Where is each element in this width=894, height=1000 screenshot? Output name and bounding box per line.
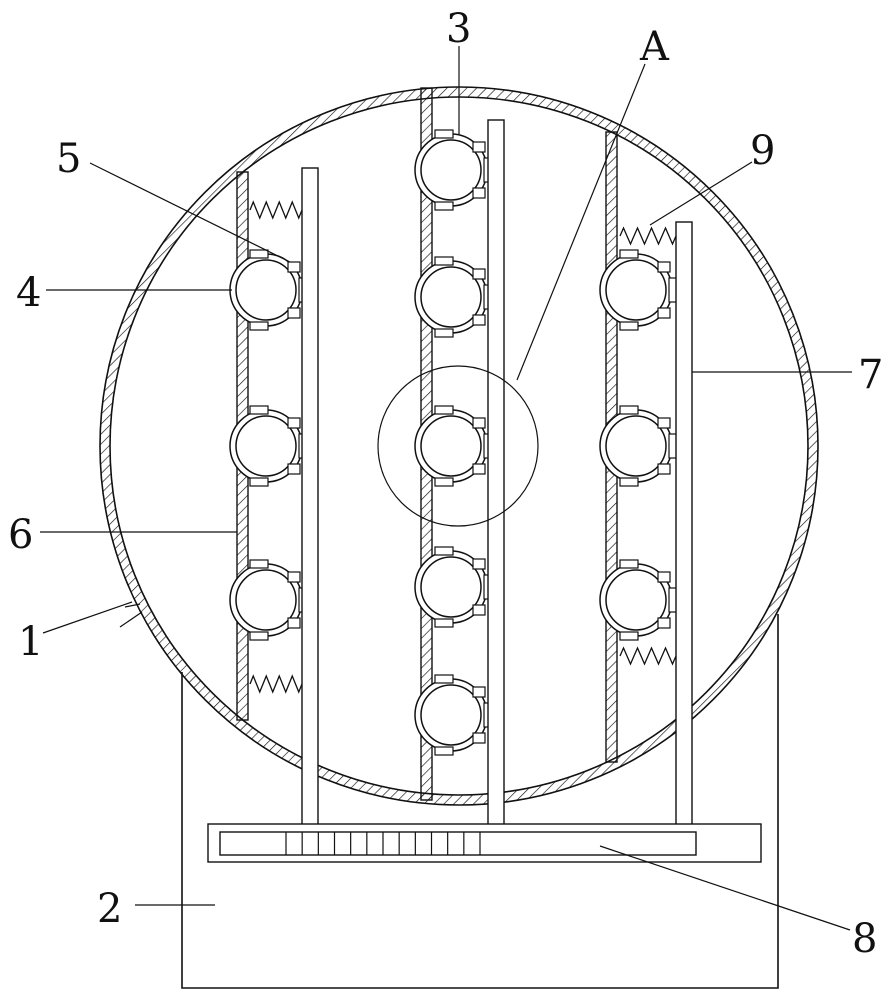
holder-clip-bottom [434, 201, 454, 211]
holder-clip-bottom [249, 477, 269, 487]
holder-clip-top [249, 559, 269, 569]
detail-circle-a [377, 365, 539, 527]
holder-clip-side [657, 617, 671, 629]
holder-clip-side [657, 571, 671, 583]
holder-clip-side [657, 463, 671, 475]
spring [619, 226, 677, 246]
label-1: 1 [18, 619, 43, 665]
holder-clip-side [472, 686, 486, 698]
holder-clip-side [472, 268, 486, 280]
leader-lines [40, 46, 852, 931]
holder-clip-bottom [434, 328, 454, 338]
holder-clip-side [472, 314, 486, 326]
spring [249, 674, 303, 694]
holder-inner-ring [605, 569, 667, 631]
holder-clip-bottom [619, 321, 639, 331]
holder-clip-bottom [619, 477, 639, 487]
holder-clip-side [472, 141, 486, 153]
holder-clip-bottom [619, 631, 639, 641]
holder [414, 405, 493, 487]
holder-inner-ring [605, 259, 667, 321]
label-7: 7 [858, 352, 883, 398]
holder-clip-side [287, 307, 301, 319]
holder [414, 674, 493, 756]
labels: 1 2 3 4 5 6 7 8 9 A [8, 6, 883, 962]
holder [599, 405, 678, 487]
rod-left [301, 167, 319, 831]
holder-inner-ring [420, 266, 482, 328]
holder-clip-top [619, 559, 639, 569]
spring [249, 200, 303, 220]
holder-clip-top [619, 249, 639, 259]
holder-clip-top [434, 129, 454, 139]
holder-inner-ring [420, 684, 482, 746]
holder-clip-top [249, 249, 269, 259]
holder-clip-bottom [434, 477, 454, 487]
rod-center [487, 119, 505, 831]
holder-clip-bottom [434, 618, 454, 628]
holder-inner-ring [420, 139, 482, 201]
label-5: 5 [56, 136, 81, 182]
holder-inner-ring [235, 415, 297, 477]
holder-inner-ring [235, 259, 297, 321]
holder-clip-side [472, 558, 486, 570]
holder-clip-side [472, 604, 486, 616]
holder-clip-bottom [434, 746, 454, 756]
holder-clip-bottom [249, 631, 269, 641]
springs [249, 200, 677, 694]
holder-clip-side [472, 463, 486, 475]
holder-clip-top [434, 405, 454, 415]
holder [229, 249, 308, 331]
holder-clip-side [287, 261, 301, 273]
label-2: 2 [97, 886, 122, 932]
holders [229, 129, 678, 756]
holder [599, 249, 678, 331]
holder-inner-ring [235, 569, 297, 631]
label-8: 8 [852, 916, 877, 962]
rack-teeth [285, 832, 481, 855]
label-9: 9 [750, 128, 775, 174]
holder-clip-side [287, 617, 301, 629]
holder-clip-bottom [249, 321, 269, 331]
rack [207, 823, 762, 863]
holder-clip-side [287, 463, 301, 475]
holder-clip-side [472, 417, 486, 429]
holder [414, 546, 493, 628]
holder [414, 129, 493, 211]
holder-clip-top [249, 405, 269, 415]
holder-inner-ring [605, 415, 667, 477]
label-a: A [639, 24, 670, 70]
label-3: 3 [446, 6, 471, 52]
holder-clip-top [434, 674, 454, 684]
holder-inner-ring [420, 415, 482, 477]
holder-clip-top [434, 256, 454, 266]
holder-clip-side [287, 571, 301, 583]
holder-clip-top [619, 405, 639, 415]
spring [619, 646, 677, 666]
holder-inner-ring [420, 556, 482, 618]
base-box [181, 614, 779, 989]
holder-clip-top [434, 546, 454, 556]
holder-clip-side [657, 307, 671, 319]
rod-right [675, 221, 693, 831]
holder-clip-side [287, 417, 301, 429]
holder-clip-side [472, 732, 486, 744]
holder-clip-side [657, 417, 671, 429]
label-6: 6 [8, 512, 33, 558]
holder [599, 559, 678, 641]
label-4: 4 [16, 270, 41, 316]
holder-clip-side [472, 187, 486, 199]
holder-clip-side [657, 261, 671, 273]
